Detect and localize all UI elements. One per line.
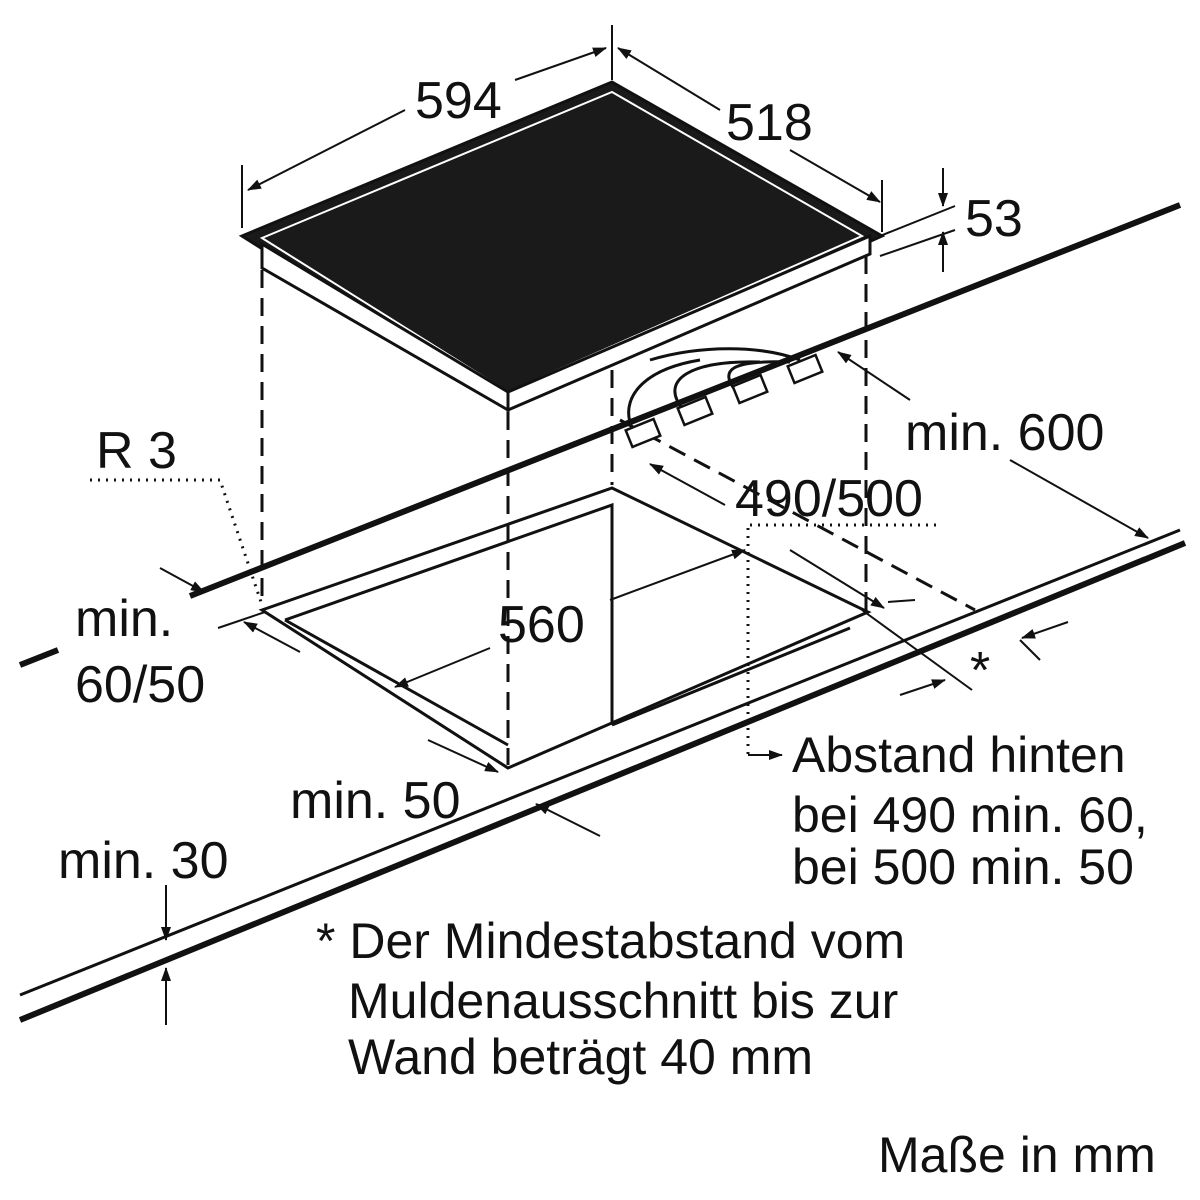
dim-6050-arrow-top	[159, 567, 205, 593]
cable-wire-4	[649, 347, 801, 362]
dim-600-arrow-bottom	[1009, 459, 1149, 539]
leader-lines	[90, 478, 940, 760]
worktop-front-edge	[18, 540, 1187, 1023]
cable-wire-3	[727, 360, 791, 391]
dim-min50-arrow-top	[427, 739, 499, 773]
worktop-back-edge	[188, 202, 1182, 599]
dim-6050-arrow-bottom	[243, 621, 301, 653]
footnote-line2: Muldenausschnitt bis zur	[348, 973, 898, 1029]
cutout-outline	[258, 486, 872, 770]
cooktop	[238, 80, 886, 413]
leader-r3	[90, 478, 264, 606]
units-note: Maße in mm	[878, 1127, 1156, 1183]
footnote-line1: * Der Mindestabstand vom	[316, 913, 905, 969]
dim-asterisk-arrow-left	[899, 679, 946, 696]
worktop-left-stub	[18, 647, 60, 668]
projection-lines	[260, 256, 976, 765]
dim-518-arrow-right	[789, 149, 881, 203]
note-rear-distance-line3: bei 500 min. 50	[792, 839, 1134, 895]
dim-600-arrow-top	[837, 351, 911, 401]
labels: 594 518 53 R 3 min. 600 490/500 560 min.…	[58, 72, 1156, 1183]
dim-594-arrow-left	[247, 109, 406, 191]
connector-plug-4	[786, 353, 824, 385]
cable-wire-1	[627, 358, 701, 429]
dimension-min-600	[837, 351, 1149, 539]
connector-plug-3	[731, 373, 769, 405]
label-min-600: min. 600	[905, 404, 1104, 462]
connector-plug-2	[676, 395, 714, 427]
cooktop-frame-inner	[259, 90, 865, 394]
label-min-60-50-line1: min.	[75, 590, 173, 648]
footnote-line3: Wand beträgt 40 mm	[348, 1029, 813, 1085]
cutout	[258, 486, 872, 770]
note-rear-distance-line2: bei 490 min. 60,	[792, 787, 1148, 843]
dim-asterisk-arrow-right	[1021, 621, 1069, 639]
cooktop-body-front	[506, 233, 872, 413]
label-490-500: 490/500	[735, 470, 923, 528]
dimension-min-50	[427, 739, 601, 837]
note-rear-distance-line1: Abstand hinten	[792, 727, 1126, 783]
label-r3: R 3	[96, 422, 177, 480]
worktop-front-edge-top	[19, 528, 1181, 997]
label-594: 594	[415, 72, 502, 130]
dimension-490-500	[649, 463, 973, 691]
dimension-560	[394, 549, 746, 688]
dimension-asterisk	[899, 621, 1069, 696]
label-min-50: min. 50	[290, 772, 461, 830]
connector-plug-1	[624, 417, 662, 449]
cutout-inner-floor	[611, 626, 851, 727]
label-53: 53	[965, 190, 1023, 248]
label-min-60-50-line2: 60/50	[75, 656, 205, 714]
dim-560-arrow-right	[609, 549, 746, 601]
label-560: 560	[498, 596, 585, 654]
dimension-min-60-50	[159, 567, 301, 653]
cutout-inner-back	[284, 502, 614, 725]
connection-cable	[624, 347, 824, 449]
dim-490-arrow-left	[649, 463, 726, 506]
dimension-53	[879, 168, 956, 272]
label-min-30: min. 30	[58, 832, 229, 890]
cutout-inner-left	[284, 618, 509, 747]
dimension-518	[617, 47, 883, 232]
dim-518-arrow-left	[617, 47, 721, 111]
projection-rear-edge	[619, 418, 976, 612]
dimension-594	[241, 25, 613, 228]
label-518: 518	[726, 94, 813, 152]
dim-min50-arrow-bottom	[535, 803, 601, 837]
dim-560-arrow-left	[394, 647, 491, 688]
worktop	[18, 202, 1187, 1023]
dim-490-arrow-right	[789, 549, 885, 609]
label-asterisk: *	[970, 642, 990, 700]
dim-594-arrow-right	[514, 47, 607, 81]
cable-wire-2	[673, 360, 761, 409]
